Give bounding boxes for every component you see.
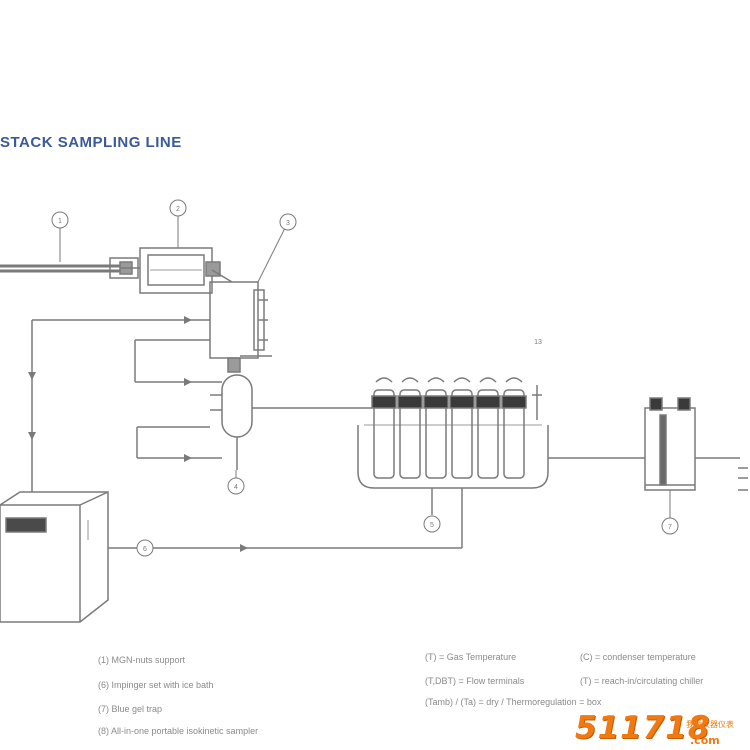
callout-3: 3 bbox=[279, 213, 297, 231]
callout-7-label: 7 bbox=[668, 524, 672, 531]
callout-7: 7 bbox=[661, 517, 679, 535]
diagram-title: STACK SAMPLING LINE bbox=[0, 134, 182, 151]
callout-1-label: 1 bbox=[58, 218, 62, 225]
legend-right-4: (T) = reach-in/circulating chiller bbox=[580, 676, 704, 686]
callout-2: 2 bbox=[169, 199, 187, 217]
legend-left-1: (1) MGN-nuts support bbox=[98, 655, 186, 665]
callout-circles: 1 2 3 4 5 6 7 13 bbox=[51, 199, 679, 557]
watermark-number: 511718 bbox=[575, 710, 711, 746]
callout-6-label: 6 bbox=[143, 546, 147, 553]
gel-trap bbox=[644, 397, 696, 491]
flow-arrows bbox=[28, 316, 248, 552]
drying-bottle bbox=[210, 374, 253, 470]
watermark-suffix: .com bbox=[690, 734, 720, 747]
connecting-lines bbox=[31, 267, 740, 549]
outlet-fragment bbox=[738, 467, 748, 491]
watermark-brand: 我爱仪器仪表 bbox=[686, 720, 734, 729]
callout-2-label: 2 bbox=[176, 206, 180, 213]
legend-right-3: (T,DBT) = Flow terminals bbox=[425, 676, 525, 686]
impinger-set bbox=[371, 377, 542, 479]
legend-left-3: (7) Blue gel trap bbox=[98, 704, 163, 714]
vent-label: 13 bbox=[534, 339, 542, 346]
legend-right-2: (C) = condenser temperature bbox=[580, 652, 696, 662]
callout-5-label: 5 bbox=[430, 522, 434, 529]
legend-left-2: (6) Impinger set with ice bath bbox=[98, 680, 214, 690]
legend-right-5: (Tamb) / (Ta) = dry / Thermoregulation =… bbox=[425, 697, 602, 707]
condenser-unit bbox=[209, 281, 268, 373]
filter-box bbox=[139, 247, 221, 294]
callout-1: 1 bbox=[51, 211, 69, 229]
legend-left-4: (8) All-in-one portable isokinetic sampl… bbox=[98, 726, 259, 736]
callout-6: 6 bbox=[136, 539, 154, 557]
callout-4: 4 bbox=[227, 477, 245, 495]
legend-right-1: (T) = Gas Temperature bbox=[425, 652, 517, 662]
callout-3-label: 3 bbox=[286, 220, 290, 227]
callout-5: 5 bbox=[423, 515, 441, 533]
sampling-probe bbox=[0, 257, 139, 279]
callout-4-label: 4 bbox=[234, 484, 238, 491]
portable-sampler bbox=[0, 491, 109, 623]
